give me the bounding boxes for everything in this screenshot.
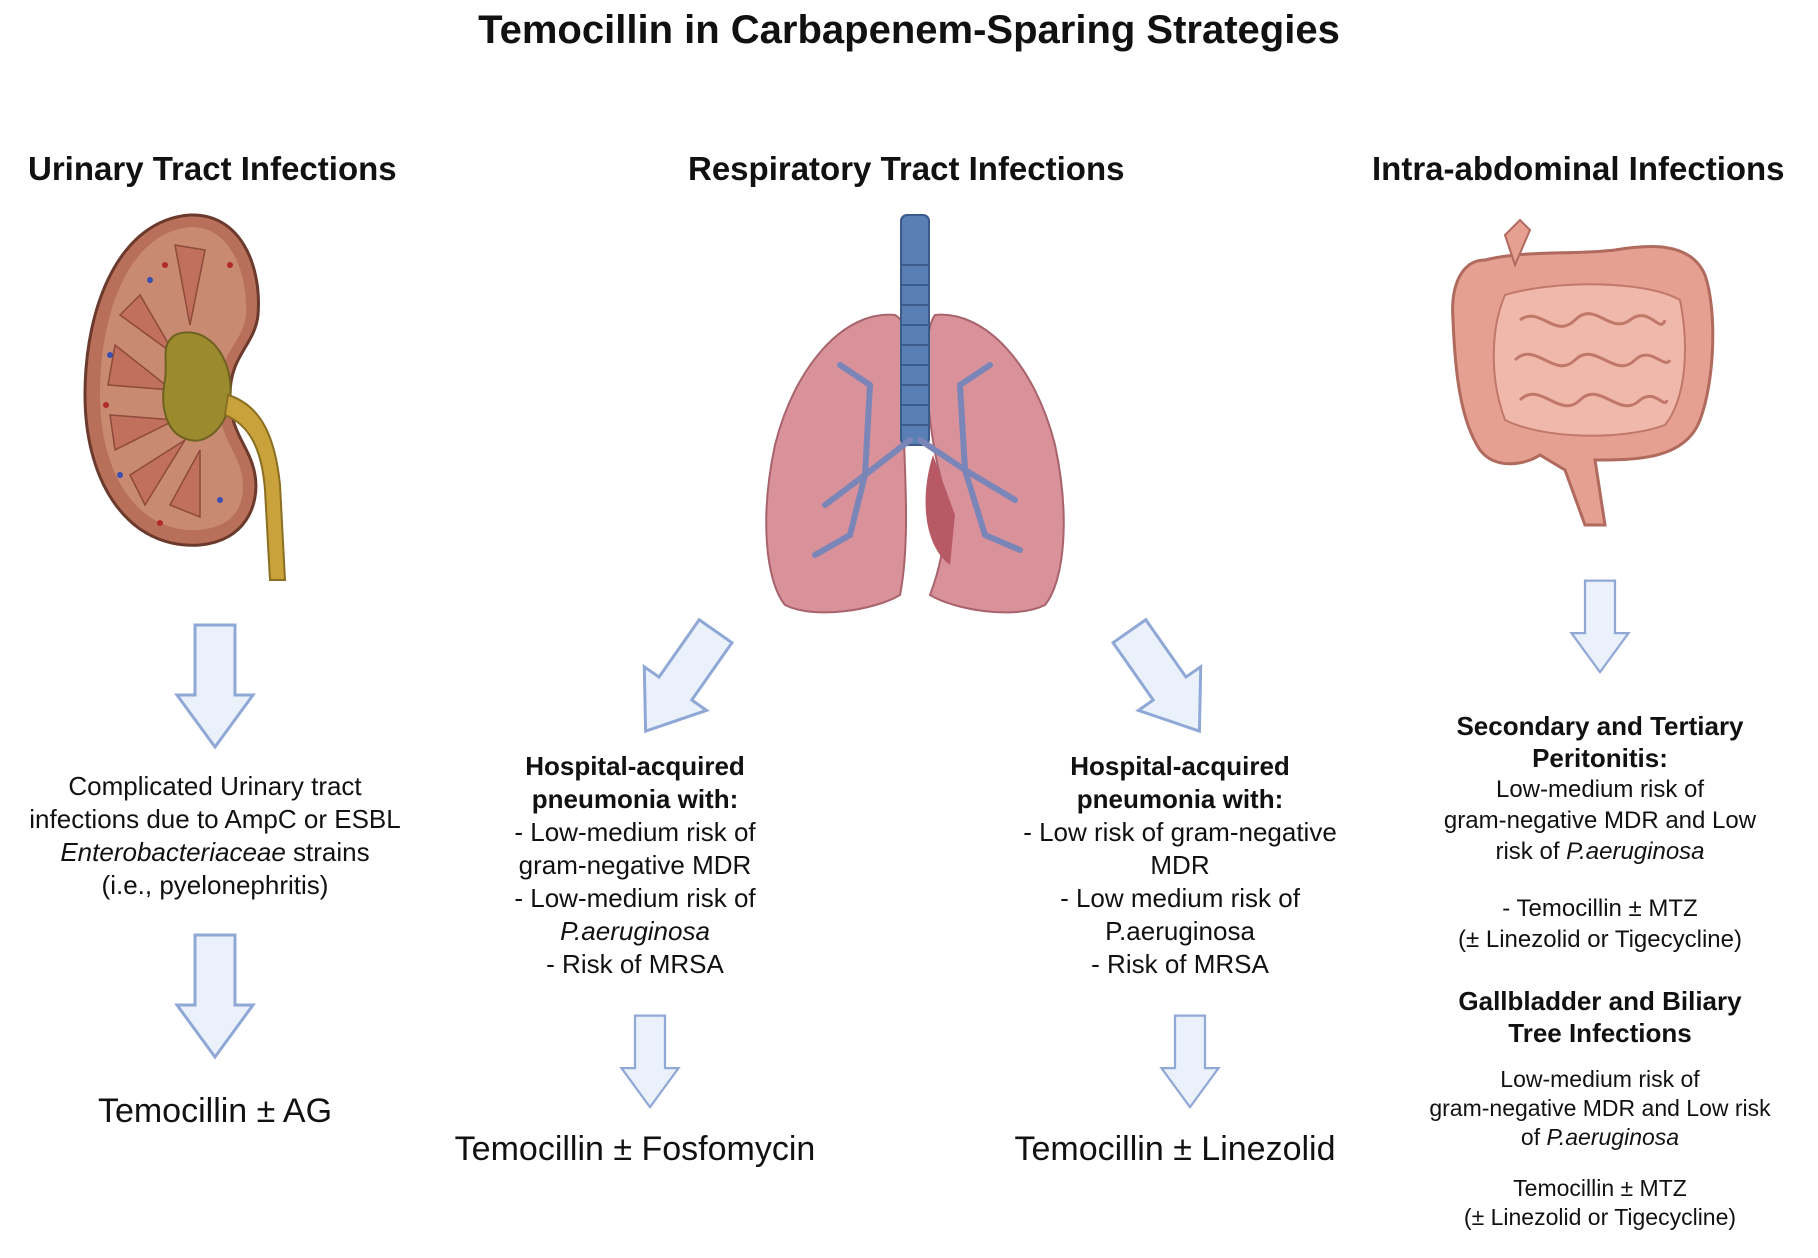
uti-therapy: Temocillin ± AG <box>97 1092 333 1130</box>
page-title: Temocillin in Carbapenem-Sparing Strateg… <box>478 8 1340 52</box>
uti-arrow-2 <box>174 933 256 1060</box>
lungs-illustration <box>765 214 1065 614</box>
kidney-illustration <box>83 213 287 581</box>
rti-left-description: Hospital-acquired pneumonia with: - Low-… <box>514 751 756 979</box>
uti-description: Complicated Urinary tract infections due… <box>29 771 401 900</box>
rti-heading: Respiratory Tract Infections <box>688 150 1125 187</box>
uti-heading: Urinary Tract Infections <box>28 150 397 187</box>
rti-left-therapy: Temocillin ± Fosfomycin <box>454 1130 816 1168</box>
rti-left-arrow-2 <box>619 1014 681 1110</box>
uti-arrow-1 <box>174 623 256 750</box>
iai-peritonitis: Secondary and Tertiary Peritonitis: Low-… <box>1443 711 1757 953</box>
rti-right-therapy: Temocillin ± Linezolid <box>1014 1130 1336 1168</box>
rti-right-arrow <box>1110 617 1203 734</box>
iai-arrow <box>1569 579 1631 675</box>
rti-right-description: Hospital-acquired pneumonia with: - Low … <box>1023 751 1337 979</box>
iai-biliary: Gallbladder and Biliary Tree Infections … <box>1429 986 1771 1230</box>
intestine-illustration <box>1451 218 1715 527</box>
rti-right-arrow-2 <box>1159 1014 1221 1110</box>
iai-heading: Intra-abdominal Infections <box>1372 150 1785 187</box>
rti-left-arrow <box>642 617 735 734</box>
